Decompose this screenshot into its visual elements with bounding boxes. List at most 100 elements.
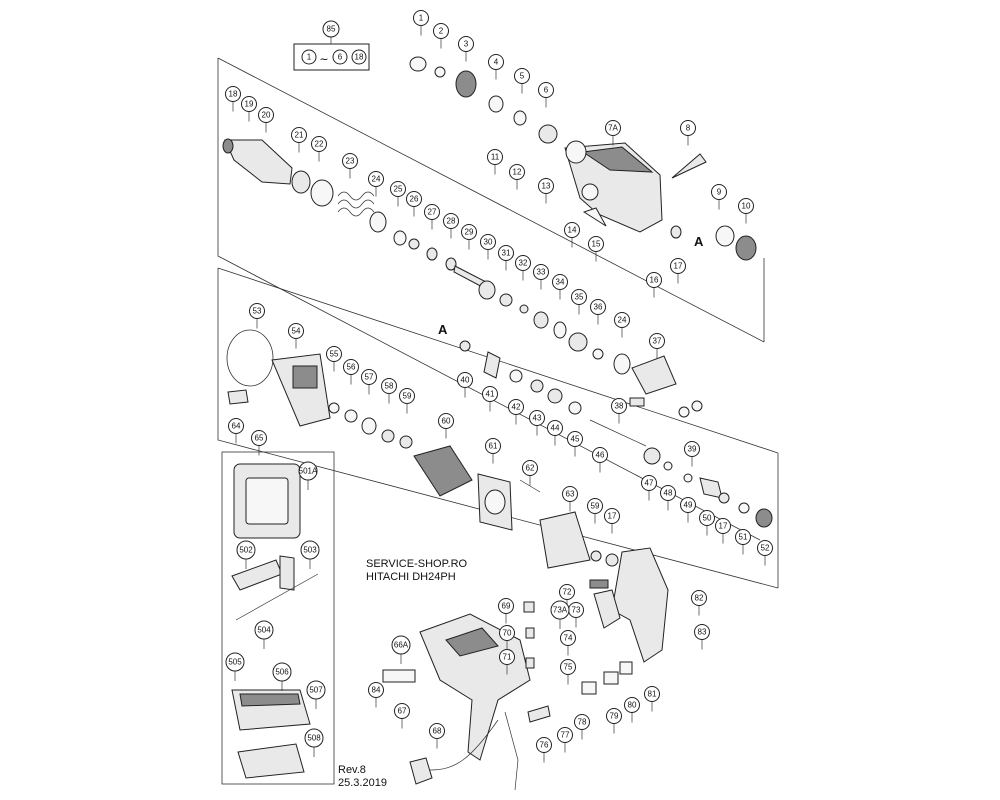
reference-mark-a-bottom: A — [438, 322, 448, 337]
callout-45: 45 — [567, 431, 583, 457]
callout-label: 17 — [719, 522, 728, 531]
callout-circle — [735, 529, 751, 545]
callout-49: 49 — [680, 497, 696, 523]
callout-circle — [604, 508, 620, 524]
callout-circle — [624, 697, 640, 713]
callout-78: 78 — [574, 714, 590, 740]
callout-circle — [562, 486, 578, 502]
callout-508: 508 — [304, 728, 324, 757]
callout-label: 28 — [447, 217, 456, 226]
callout-circle — [326, 346, 342, 362]
callout-label: 27 — [428, 208, 437, 217]
callout-circle — [574, 714, 590, 730]
callout-label: 62 — [526, 464, 535, 473]
callout-label: 1 — [419, 14, 424, 23]
callout-69: 69 — [498, 598, 514, 624]
callout-circle — [592, 447, 608, 463]
callout-73: 73 — [568, 602, 584, 628]
callout-68: 68 — [429, 723, 445, 749]
callout-circle — [711, 184, 727, 200]
callout-circle — [522, 460, 538, 476]
callout-circle — [646, 272, 662, 288]
ring-parts-row1 — [291, 56, 757, 375]
callout-76: 76 — [536, 737, 552, 763]
callout-circle — [552, 274, 568, 290]
callout-44: 44 — [547, 420, 563, 446]
callout-circle — [306, 680, 326, 700]
callout-14: 14 — [564, 222, 580, 248]
callout-label: 66A — [394, 641, 409, 650]
callout-label: 33 — [537, 268, 546, 277]
callout-circle — [298, 461, 318, 481]
kit-box-contents: 1 ~ 6 18 85 — [301, 20, 367, 66]
callout-59: 59 — [587, 498, 603, 524]
callout-label: 507 — [309, 686, 323, 695]
callout-38: 38 — [611, 398, 627, 424]
callout-circle — [251, 430, 267, 446]
callout-circle — [424, 204, 440, 220]
callout-6: 6 — [538, 82, 554, 108]
callout-70: 70 — [499, 625, 515, 651]
callout-circle — [605, 120, 621, 136]
callout-label: 37 — [653, 337, 662, 346]
callout-circle — [480, 234, 496, 250]
callout-65: 65 — [251, 430, 267, 456]
callout-507: 507 — [306, 680, 326, 709]
callout-32: 32 — [515, 255, 531, 281]
callout-label: 80 — [628, 701, 637, 710]
kit-item-first: 1 — [307, 53, 312, 62]
callout-circle — [680, 120, 696, 136]
callout-label: 49 — [684, 501, 693, 510]
callout-label: 56 — [347, 363, 356, 372]
callout-circle — [538, 178, 554, 194]
callout-label: 70 — [503, 629, 512, 638]
callout-circle — [641, 475, 657, 491]
callout-43: 43 — [529, 410, 545, 436]
callout-circle — [458, 36, 474, 52]
callout-3: 3 — [458, 36, 474, 62]
callout-label: 16 — [650, 276, 659, 285]
callout-circle — [499, 625, 515, 641]
callout-label: 78 — [578, 718, 587, 727]
revision-date: 25.3.2019 — [338, 777, 387, 789]
motor-parts — [226, 329, 591, 569]
callout-label: 64 — [232, 422, 241, 431]
callout-53: 53 — [249, 303, 265, 329]
gear-housing — [564, 140, 663, 233]
callout-label: 53 — [253, 307, 262, 316]
callout-46: 46 — [592, 447, 608, 473]
callout-circle — [567, 431, 583, 447]
callout-81: 81 — [644, 686, 660, 712]
callout-circle — [343, 359, 359, 375]
callout-label: 31 — [502, 249, 511, 258]
callout-75: 75 — [560, 659, 576, 685]
callout-circle — [590, 299, 606, 315]
callout-circle — [413, 10, 429, 26]
callout-circle — [249, 303, 265, 319]
callout-label: 69 — [502, 602, 511, 611]
callout-circle — [391, 635, 411, 655]
callout-label: 505 — [228, 658, 242, 667]
callout-4: 4 — [488, 54, 504, 80]
callout-circle — [288, 323, 304, 339]
callout-label: 17 — [674, 262, 683, 271]
callout-label: 25 — [394, 185, 403, 194]
callout-1: 1 — [413, 10, 429, 36]
callout-circle — [738, 198, 754, 214]
callout-circle — [587, 498, 603, 514]
reference-mark-a-top: A — [694, 234, 704, 249]
callout-circle — [715, 518, 731, 534]
callout-circle — [660, 485, 676, 501]
callout-label: 59 — [591, 502, 600, 511]
callout-label: 83 — [698, 628, 707, 637]
callout-circle — [272, 662, 292, 682]
callout-label: 10 — [742, 202, 751, 211]
callout-2: 2 — [433, 23, 449, 49]
callout-circle — [606, 708, 622, 724]
callout-label: 81 — [648, 690, 657, 699]
callout-label: 48 — [664, 489, 673, 498]
callout-label: 34 — [556, 278, 565, 287]
callout-circle — [443, 213, 459, 229]
callout-10: 10 — [738, 198, 754, 224]
